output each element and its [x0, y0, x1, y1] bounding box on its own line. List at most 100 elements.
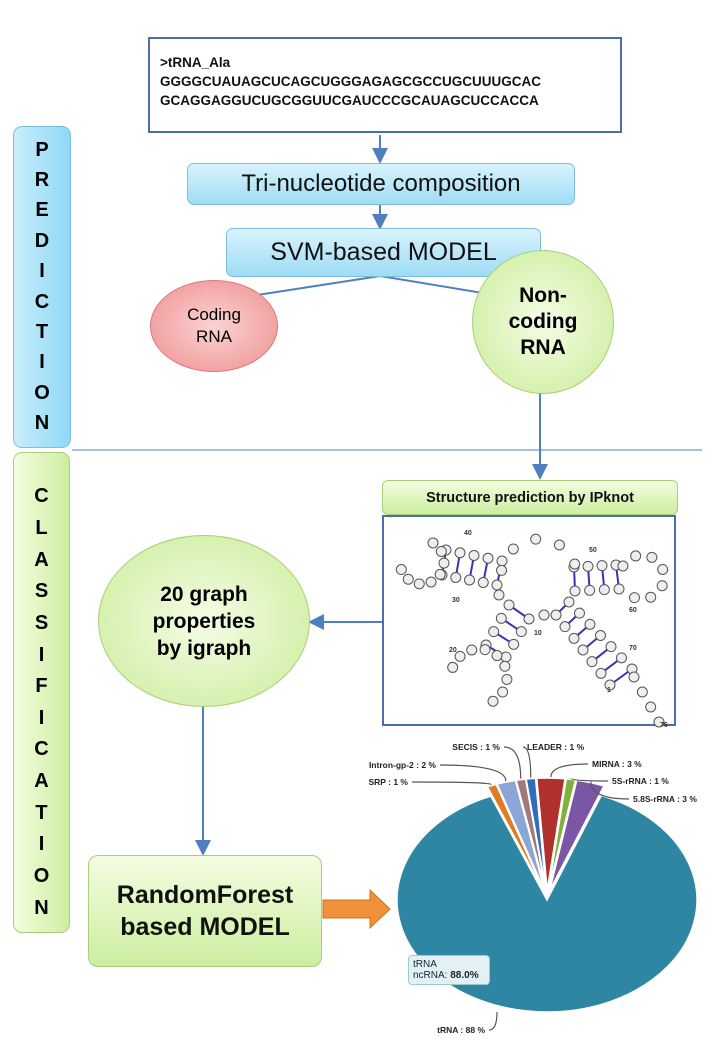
pie-label: LEADER : 1 %: [527, 742, 585, 752]
nucleotide: [501, 673, 513, 685]
nucleotide: [497, 686, 509, 698]
position-number: 10: [534, 630, 542, 637]
tooltip-line-2: ncRNA:: [413, 970, 448, 981]
classification-letter: S: [34, 580, 49, 603]
prediction-letter: D: [34, 229, 50, 252]
nucleotide: [628, 592, 640, 604]
position-number: 70: [629, 645, 637, 652]
pie-label: 5S-rRNA : 1 %: [612, 776, 669, 786]
nucleotide: [550, 609, 562, 621]
nucleotide: [488, 626, 500, 638]
nucleotide: [454, 650, 466, 662]
leader-line: [411, 781, 493, 786]
nucleotide: [523, 613, 535, 625]
prediction-letter: I: [39, 351, 45, 374]
nucleotide: [515, 626, 527, 638]
noncoding-line-3: RNA: [520, 336, 566, 359]
nucleotide: [450, 572, 462, 583]
noncoding-line-1: Non-: [519, 284, 567, 307]
svm-model-box: SVM-based MODEL: [226, 228, 541, 277]
nucleotide: [395, 564, 407, 576]
noncoding-line-2: coding: [508, 310, 578, 333]
pie-tooltip: tRNA ncRNA: 88.0%: [408, 955, 490, 985]
nucleotide: [487, 695, 499, 707]
nucleotide: [628, 671, 640, 683]
nucleotide: [584, 584, 596, 596]
classification-letter: O: [33, 865, 50, 887]
leader-line: [439, 764, 507, 782]
nucleotide: [466, 644, 478, 656]
pie-label: 5.8S-rRNA : 3 %: [633, 794, 697, 804]
classification-letter: L: [35, 516, 48, 539]
classification-letter: N: [34, 896, 49, 919]
position-number: 1: [607, 687, 611, 694]
position-number: 50: [589, 547, 597, 554]
nucleotide: [584, 618, 596, 630]
prediction-letter: P: [35, 138, 49, 161]
nucleotide: [598, 584, 610, 596]
nucleotide: [468, 550, 480, 561]
nucleotide: [454, 547, 466, 559]
prediction-letter: O: [34, 381, 50, 404]
pie-label: Intron-gp-2 : 2 %: [369, 760, 436, 770]
nucleotide: [595, 667, 607, 679]
nucleotide: [604, 679, 616, 691]
graph-line-3: by igraph: [156, 636, 252, 660]
nucleotide: [496, 564, 508, 576]
classification-letter: C: [34, 485, 49, 508]
classification-letter: C: [34, 738, 49, 761]
nucleotide: [508, 638, 520, 650]
pie-slice: [486, 783, 545, 891]
nucleotide: [569, 558, 581, 570]
sequence-header: >tRNA_Ala: [160, 55, 231, 70]
pie-labels: SRP : 1 % Intron-gp-2 : 2 % SECIS : 1 % LEA…: [368, 742, 697, 1035]
position-number: 76: [660, 722, 668, 728]
pie-label: SRP : 1 %: [368, 777, 408, 787]
sequence-line-1: GGGGCUAUAGCUCAGCUGGGAGAGCGCCUGCUUUGCAC: [160, 74, 541, 89]
nucleotide: [617, 560, 629, 572]
leader-line: [590, 781, 630, 800]
pie-label: MIRNA : 3 %: [592, 759, 642, 769]
prediction-letter: N: [34, 412, 50, 435]
coding-line-2: RNA: [196, 327, 232, 346]
prediction-letter: R: [34, 169, 50, 192]
nucleotide: [646, 551, 658, 563]
sequence-box: >tRNA_Ala GGGGCUAUAGCUCAGCUGGGAGAGCGCCUG…: [148, 37, 622, 133]
pie-slice: [496, 779, 546, 891]
nucleotide: [427, 537, 439, 549]
prediction-letter: T: [35, 321, 49, 344]
orange-arrow: [322, 888, 391, 930]
nucleotide: [613, 583, 625, 595]
leader-line: [570, 777, 609, 782]
nucleotide: [425, 576, 437, 588]
nucleotide: [582, 560, 594, 572]
coding-line-1: Coding: [187, 305, 241, 324]
classification-letter: A: [34, 770, 49, 793]
nucleotide: [464, 574, 475, 586]
nucleotide: [438, 557, 450, 569]
nucleotide: [645, 591, 657, 603]
classification-letter: A: [34, 548, 49, 571]
nucleotide: [630, 550, 642, 562]
nucleotide: [493, 589, 505, 601]
pie-label: SECIS : 1 %: [452, 742, 500, 752]
nucleotide: [595, 630, 606, 641]
position-number: 20: [449, 647, 457, 654]
sequence-line-2: GCAGGAGGUCUGCGGUUCGAUCCCGCAUAGCUCCACCA: [160, 93, 539, 108]
graph-line-1: 20 graph: [160, 582, 248, 606]
leader-line: [522, 746, 532, 778]
tooltip-value: 88.0%: [450, 970, 479, 981]
nucleotide: [574, 607, 585, 619]
nucleotide: [586, 656, 598, 668]
nucleotide: [645, 701, 657, 713]
rf-line-2: based MODEL: [120, 913, 290, 941]
leader-line: [503, 746, 522, 779]
